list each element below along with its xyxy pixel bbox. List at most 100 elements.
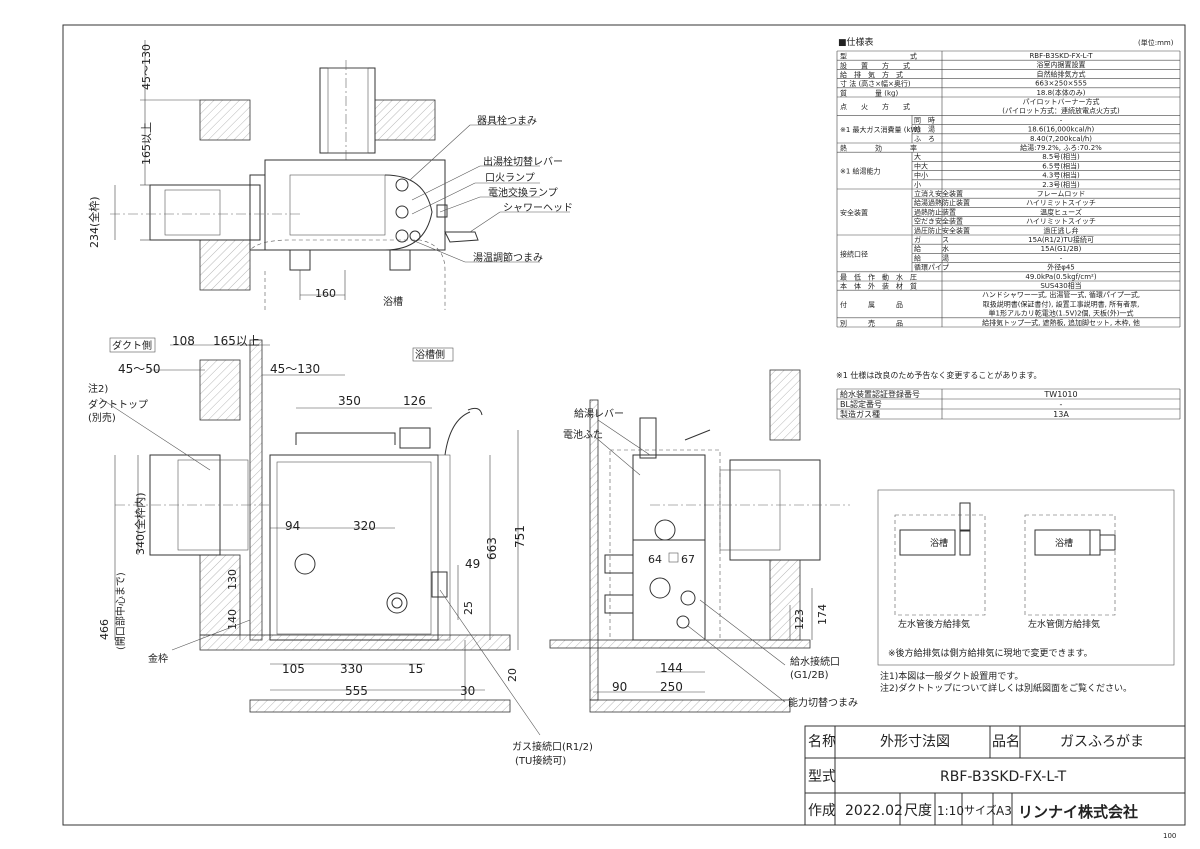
spec-row-value: 浴室内据置設置 <box>1037 60 1086 69</box>
spec-row-sub: 給 水 <box>914 244 949 253</box>
spec-row-label: 別 売 品 <box>840 318 903 327</box>
dim-320: 320 <box>353 519 376 533</box>
label-rear-exhaust: 左水管後方給排気 <box>898 618 970 630</box>
spec-row-value: ハンドシャワー一式, 出湯管一式, 循環パイプ一式, <box>982 290 1140 299</box>
label-pilot-lamp: 口火ランプ <box>485 172 535 184</box>
dim-105: 105 <box>282 662 305 676</box>
spec-row-sub: 中大 <box>914 161 928 170</box>
spec-row-sub: 立消え安全装置 <box>914 189 963 198</box>
dim-165-horizontal: 165以上 <box>213 334 260 348</box>
label-note2-duct-1: 注2) <box>88 382 108 395</box>
callouts-top <box>409 124 570 263</box>
dim-555: 555 <box>345 684 368 698</box>
dim-144: 144 <box>660 661 683 675</box>
dim-123: 123 <box>793 609 806 630</box>
spec-row-label: 点 火 方 式 <box>840 102 910 111</box>
title-product-value: ガスふろがま <box>1060 734 1144 750</box>
dim-751: 751 <box>513 525 527 548</box>
spec-row-label: 型 式 <box>840 52 917 61</box>
label-note2-duct-3: (別売) <box>88 411 116 424</box>
dim-663: 663 <box>485 537 499 560</box>
spec-row-value: - <box>1060 254 1063 262</box>
spec-row-value: 18.8(本体のみ) <box>1036 88 1085 97</box>
dim-350: 350 <box>338 394 361 408</box>
sheet-border <box>62 24 1186 826</box>
dim-49: 49 <box>465 557 480 571</box>
top-view <box>110 40 479 310</box>
label-water-connect-2: (G1/2B) <box>790 670 829 681</box>
label-exhaust-note: ※後方給排気は側方給排気に現地で変更できます。 <box>888 647 1093 659</box>
spec-row-value: 自然給排気方式 <box>1037 69 1086 78</box>
dim-340: 340(全枠内) <box>133 492 147 555</box>
title-company: リンナイ株式会社 <box>1018 803 1138 821</box>
side-view <box>549 369 850 713</box>
dim-234: 234(全枠) <box>87 196 101 248</box>
title-name-value: 外形寸法図 <box>880 734 950 750</box>
label-frame: 金枠 <box>148 652 168 665</box>
title-name-label: 名称 <box>808 734 836 750</box>
dim-25: 25 <box>462 601 475 615</box>
label-gas-connect-2: (TU接続可) <box>515 754 566 767</box>
spec-row-label: ※1 給湯能力 <box>840 167 881 176</box>
label-bathtub-top: 浴槽 <box>383 295 403 308</box>
label-hot-lever: 給湯レバー <box>574 407 624 420</box>
spec-row-sub: 中小 <box>914 171 928 180</box>
cert-label: 製造ガス種 <box>840 409 880 419</box>
spec-row-value: 外径φ45 <box>1047 263 1075 272</box>
title-size-label: サイズ <box>964 803 997 817</box>
cert-value: 13A <box>1053 410 1069 419</box>
spec-row-value: 49.0kPa(0.5kgf/cm²) <box>1025 273 1096 281</box>
spec-row-value: 8.40(7,200kcal/h) <box>1030 135 1092 143</box>
spec-note: ※1 仕様は改良のため予告なく変更することがあります。 <box>836 370 1042 380</box>
label-battery-lamp: 電池交換ランプ <box>488 186 558 199</box>
title-size: A3 <box>996 804 1012 818</box>
spec-row-value: (パイロット方式：連続放電点火方式) <box>1002 106 1120 115</box>
dim-45-130-horizontal: 45～130 <box>270 362 320 376</box>
spec-row-value: ハイリミットスイッチ <box>1026 199 1096 207</box>
title-scale-label: 尺度 <box>904 803 932 819</box>
spec-row-value: パイロットバーナー方式 <box>1023 97 1100 106</box>
dim-174: 174 <box>816 604 829 625</box>
spec-unit: (単位:mm) <box>1138 38 1174 47</box>
spec-row-value: ハイリミットスイッチ <box>1026 218 1096 226</box>
spec-row-sub: 給 湯 <box>914 253 949 262</box>
spec-row-label: 付 属 品 <box>840 300 903 309</box>
dim-67: 67 <box>681 553 695 566</box>
dim-90: 90 <box>612 680 627 694</box>
spec-row-label: 最 低 作 動 水 圧 <box>840 272 917 281</box>
label-power-knob: 能力切替つまみ <box>788 696 858 709</box>
dim-64: 64 <box>648 553 662 566</box>
label-shower-head: シャワーヘッド <box>503 203 573 214</box>
install-diagrams <box>877 489 1175 666</box>
spec-row-label: 安全装置 <box>840 208 868 217</box>
spec-row-value: SUS430相当 <box>1040 281 1081 290</box>
title-block <box>804 725 1186 826</box>
spec-row-value: - <box>1060 116 1063 124</box>
dim-45-50: 45～50 <box>118 362 161 376</box>
dim-466: 466 <box>98 619 111 640</box>
spec-row-value: 温度ヒューズ <box>1040 207 1082 216</box>
spec-row-sub: 給 湯 <box>914 125 935 134</box>
cert-label: 給水装置認証登録番号 <box>840 389 920 399</box>
spec-row-value: 給湯:79.2%, ふろ:70.2% <box>1020 143 1102 152</box>
spec-row-label: 接続口径 <box>840 249 868 258</box>
page-number: 100 <box>1163 832 1176 840</box>
spec-row-sub: ガ ス <box>914 235 949 244</box>
dim-15: 15 <box>408 662 423 676</box>
spec-row-value: 663×250×555 <box>1035 80 1087 88</box>
title-model-value: RBF-B3SKD-FX-L-T <box>940 769 1067 785</box>
spec-row-label: 給 排 気 方 式 <box>840 70 903 79</box>
spec-row-value: フレームロッド <box>1037 190 1086 198</box>
spec-row-value: 4.3号(相当) <box>1042 171 1080 180</box>
dim-250: 250 <box>660 680 683 694</box>
note-1: 注1)本図は一般ダクト設置用です。 <box>880 670 1023 682</box>
label-water-connect-1: 給水接続口 <box>790 655 840 668</box>
spec-row-value: 単1形アルカリ乾電池(1.5V)2個, 天板(外)一式 <box>989 309 1134 318</box>
spec-row-sub: 同 時 <box>914 116 935 124</box>
spec-row-label: 本 体 外 装 材 質 <box>840 282 917 291</box>
label-duct-side: ダクト側 <box>112 339 152 352</box>
spec-row-sub: ふ ろ <box>914 135 935 143</box>
label-note2-duct-2: ダクトトップ <box>88 398 148 411</box>
bathtub-side-box <box>412 347 454 362</box>
